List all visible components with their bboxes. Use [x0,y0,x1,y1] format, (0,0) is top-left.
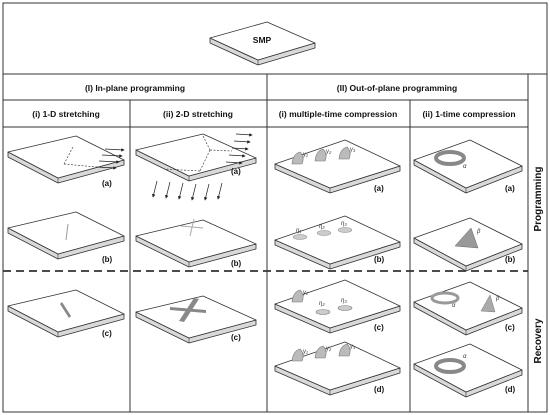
alpha-c: α [452,303,456,309]
gamma-1-a: γ₁ [303,152,308,158]
panel-label-once-d: (d) [505,385,516,394]
beta-b: β [476,229,481,235]
cross-mark-programmed [180,218,204,237]
panel-label-once-c: (c) [505,323,515,332]
smp-plate [209,21,316,66]
indent-marks-a [291,146,351,165]
panel-label-1d-a: (a) [102,179,112,188]
panel-label-multi-b: (b) [374,255,385,264]
triangle-mark-b [454,227,479,249]
stretch-2d-arrows-right [225,133,253,165]
panel-label-multi-a: (a) [374,184,384,193]
ring-mark-a [434,150,466,166]
gamma-3-d: γ₃ [350,344,356,350]
cross-mark-recovered [170,298,206,322]
plate-smp [209,21,316,66]
triangle-mark-c [480,294,496,313]
plate-2d-b [135,219,257,268]
plate-multi-a [274,139,401,194]
panel-label-2d-a: (a) [231,167,241,176]
specimen-plates [7,133,523,398]
panel-label-multi-c: (c) [374,323,384,332]
gamma-3-a: γ₃ [350,147,356,153]
panel-label-1d-b: (b) [102,255,113,264]
panel-label-once-a: (a) [505,184,515,193]
beta-c: β [495,296,500,302]
column-2d-stretching: (ii) 2-D stretching [163,109,233,119]
gamma-1-c: γ₁ [303,290,308,296]
section-in-plane: (I) In-plane programming [85,83,185,93]
plate-markings: γ₁ γ₂ γ₃ η₁ η₂ η₃ γ₁ η₂ η₃ γ₁ γ₂ γ₃ α β … [60,133,500,374]
panel-label-2d-b: (b) [231,259,242,268]
plate-2d-c [135,295,257,344]
stretch-1d-region [63,146,97,168]
eta-3-b: η₃ [341,221,347,227]
section-out-of-plane: (II) Out-of-plane programming [337,83,457,93]
panel-label-multi-d: (d) [374,385,385,394]
line-mark-programmed [65,223,69,241]
panel-label-2d-c: (c) [231,333,241,342]
smp-label: SMP [253,35,272,45]
indent-marks-d [291,343,351,362]
column-1d-stretching: (i) 1-D stretching [32,109,100,119]
ring-mark-d [434,358,466,374]
panel-label-once-b: (b) [505,255,516,264]
plate-2d-a [135,133,257,182]
shallow-marks-b [292,227,353,240]
plate-multi-b [274,215,401,270]
column-one-time-compression: (ii) 1-time compression [422,109,515,119]
mixed-marks-c [291,289,353,315]
ring-mark-c [430,291,460,305]
plate-1d-b [7,211,125,260]
alpha-a: α [463,164,467,170]
plate-once-d [413,343,523,398]
row-programming-label: Programming [533,166,544,231]
alpha-d: α [463,354,467,360]
gamma-2-d: γ₂ [326,346,332,352]
stretch-2d-arrows-down [151,180,223,201]
column-multiple-compression: (i) multiple-time compression [279,109,398,119]
gamma-1-d: γ₁ [303,349,308,355]
eta-2-b: η₂ [319,224,325,230]
panel-label-1d-c: (c) [102,329,112,338]
stretch-1d-arrows [95,148,125,170]
stretch-2d-region [163,135,233,172]
plate-multi-c [274,279,401,334]
eta-1-b: η₁ [296,228,301,234]
row-recovery-label: Recovery [533,318,544,363]
line-mark-recovered [60,302,71,318]
panel-labels: (a) (b) (c) (a) (b) (c) (a) (b) (c) (d) … [102,167,516,394]
gamma-2-a: γ₂ [326,149,332,155]
eta-3-c: η₃ [341,298,347,304]
eta-2-c: η₂ [319,301,325,307]
